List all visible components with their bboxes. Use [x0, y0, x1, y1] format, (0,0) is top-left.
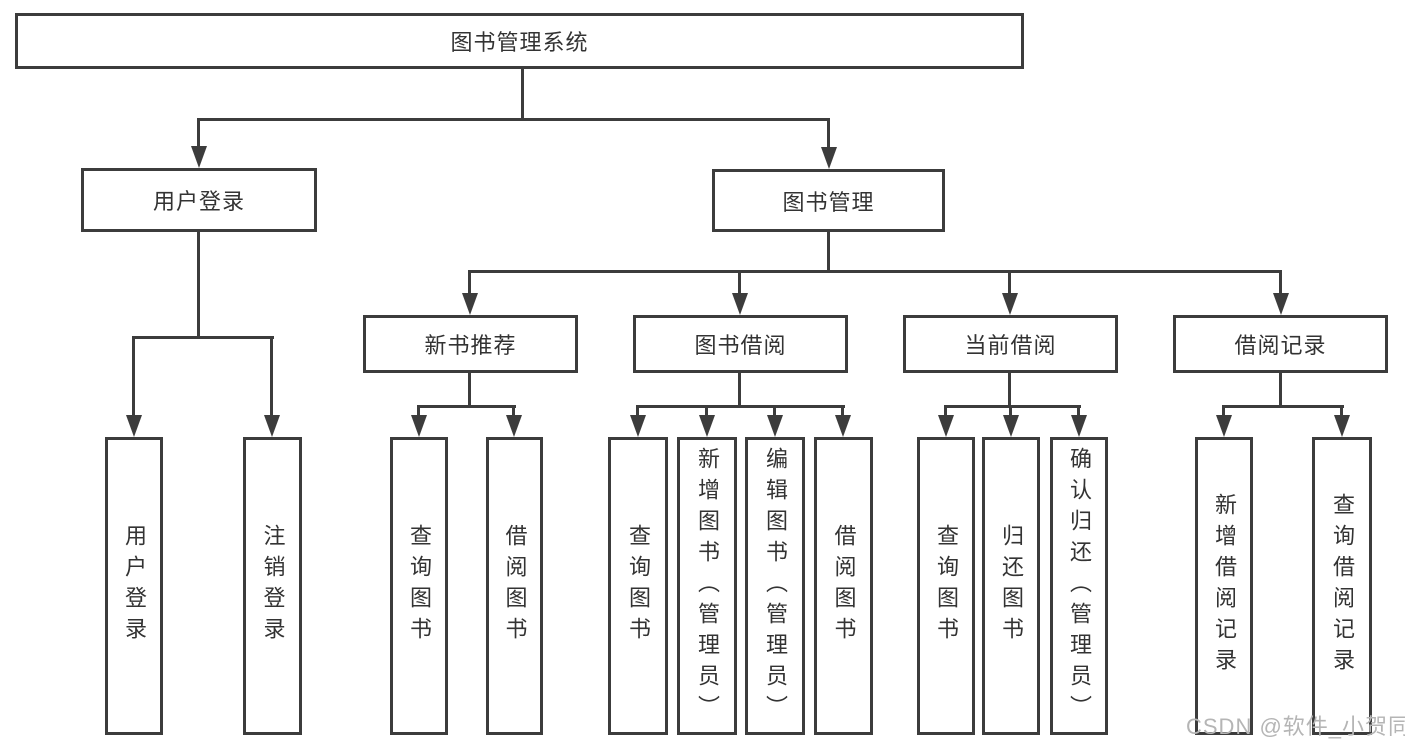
connector-level3-rail	[468, 270, 1282, 273]
arrowhead-down-icon	[938, 415, 954, 437]
leaf-borrow-query: 查询图书	[608, 437, 668, 735]
leaf-current-return: 归还图书	[982, 437, 1040, 735]
connector-level2-rail	[197, 118, 830, 121]
drop-leaf-bb1	[705, 405, 708, 417]
drop-currentborrow	[1008, 270, 1011, 295]
connector-borrowrecord-rail	[1222, 405, 1344, 408]
connector-currentborrow-rail	[944, 405, 1081, 408]
arrowhead-down-icon	[1216, 415, 1232, 437]
drop-leaf-cb1	[1009, 405, 1012, 417]
connector-userlogin-stem	[197, 231, 200, 338]
drop-leaf-br1	[1340, 405, 1343, 417]
arrowhead-down-icon	[191, 146, 207, 168]
arrowhead-down-icon	[411, 415, 427, 437]
connector-userlogin-rail	[132, 336, 274, 339]
drop-newbook	[468, 270, 471, 295]
node-borrow-record: 借阅记录	[1173, 315, 1388, 373]
drop-bookmgmt	[827, 118, 830, 150]
drop-leaf-cb0	[944, 405, 947, 417]
drop-leaf-userlogin	[132, 336, 135, 417]
connector-bookborrow-stem	[738, 372, 741, 407]
connector-newbook-rail	[417, 405, 516, 408]
arrowhead-down-icon	[1273, 293, 1289, 315]
connector-currentborrow-stem	[1008, 372, 1011, 407]
drop-leaf-br0	[1222, 405, 1225, 417]
leaf-record-query: 查询借阅记录	[1312, 437, 1372, 735]
arrowhead-down-icon	[732, 293, 748, 315]
leaf-record-add: 新增借阅记录	[1195, 437, 1253, 735]
leaf-borrow-borrow: 借阅图书	[814, 437, 873, 735]
node-book-management: 图书管理	[712, 169, 945, 232]
leaf-logout: 注销登录	[243, 437, 302, 735]
connector-bookborrow-rail	[636, 405, 845, 408]
drop-leaf-bb3	[841, 405, 844, 417]
drop-userlogin	[197, 118, 200, 150]
node-book-borrow: 图书借阅	[633, 315, 848, 373]
drop-leaf-nb0	[417, 405, 420, 417]
connector-newbook-stem	[468, 372, 471, 407]
drop-bookborrow	[738, 270, 741, 295]
arrowhead-down-icon	[1003, 415, 1019, 437]
drop-leaf-logout	[270, 336, 273, 417]
arrowhead-down-icon	[506, 415, 522, 437]
arrowhead-down-icon	[462, 293, 478, 315]
arrowhead-down-icon	[1334, 415, 1350, 437]
connector-bookmgmt-stem	[827, 231, 830, 272]
node-root-system: 图书管理系统	[15, 13, 1024, 69]
leaf-borrow-edit-admin: 编辑图书（管理员）	[745, 437, 805, 735]
connector-root-stem	[521, 68, 524, 120]
watermark: CSDN @软件_小贺同学	[1186, 714, 1405, 739]
arrowhead-down-icon	[1002, 293, 1018, 315]
drop-leaf-bb2	[773, 405, 776, 417]
drop-borrowrecord	[1279, 270, 1282, 295]
leaf-newbook-query: 查询图书	[390, 437, 448, 735]
drop-leaf-cb2	[1077, 405, 1080, 417]
arrowhead-down-icon	[264, 415, 280, 437]
node-current-borrow: 当前借阅	[903, 315, 1118, 373]
arrowhead-down-icon	[699, 415, 715, 437]
leaf-current-query: 查询图书	[917, 437, 975, 735]
connector-borrowrecord-stem	[1279, 372, 1282, 407]
node-new-book-recommend: 新书推荐	[363, 315, 578, 373]
arrowhead-down-icon	[630, 415, 646, 437]
drop-leaf-nb1	[512, 405, 515, 417]
arrowhead-down-icon	[767, 415, 783, 437]
leaf-borrow-add-admin: 新增图书（管理员）	[677, 437, 737, 735]
arrowhead-down-icon	[126, 415, 142, 437]
arrowhead-down-icon	[835, 415, 851, 437]
arrowhead-down-icon	[1071, 415, 1087, 437]
node-user-login: 用户登录	[81, 168, 317, 232]
arrowhead-down-icon	[821, 147, 837, 169]
leaf-current-confirm-admin: 确认归还（管理员）	[1050, 437, 1108, 735]
drop-leaf-bb0	[636, 405, 639, 417]
leaf-newbook-borrow: 借阅图书	[486, 437, 543, 735]
leaf-user-login: 用户登录	[105, 437, 163, 735]
